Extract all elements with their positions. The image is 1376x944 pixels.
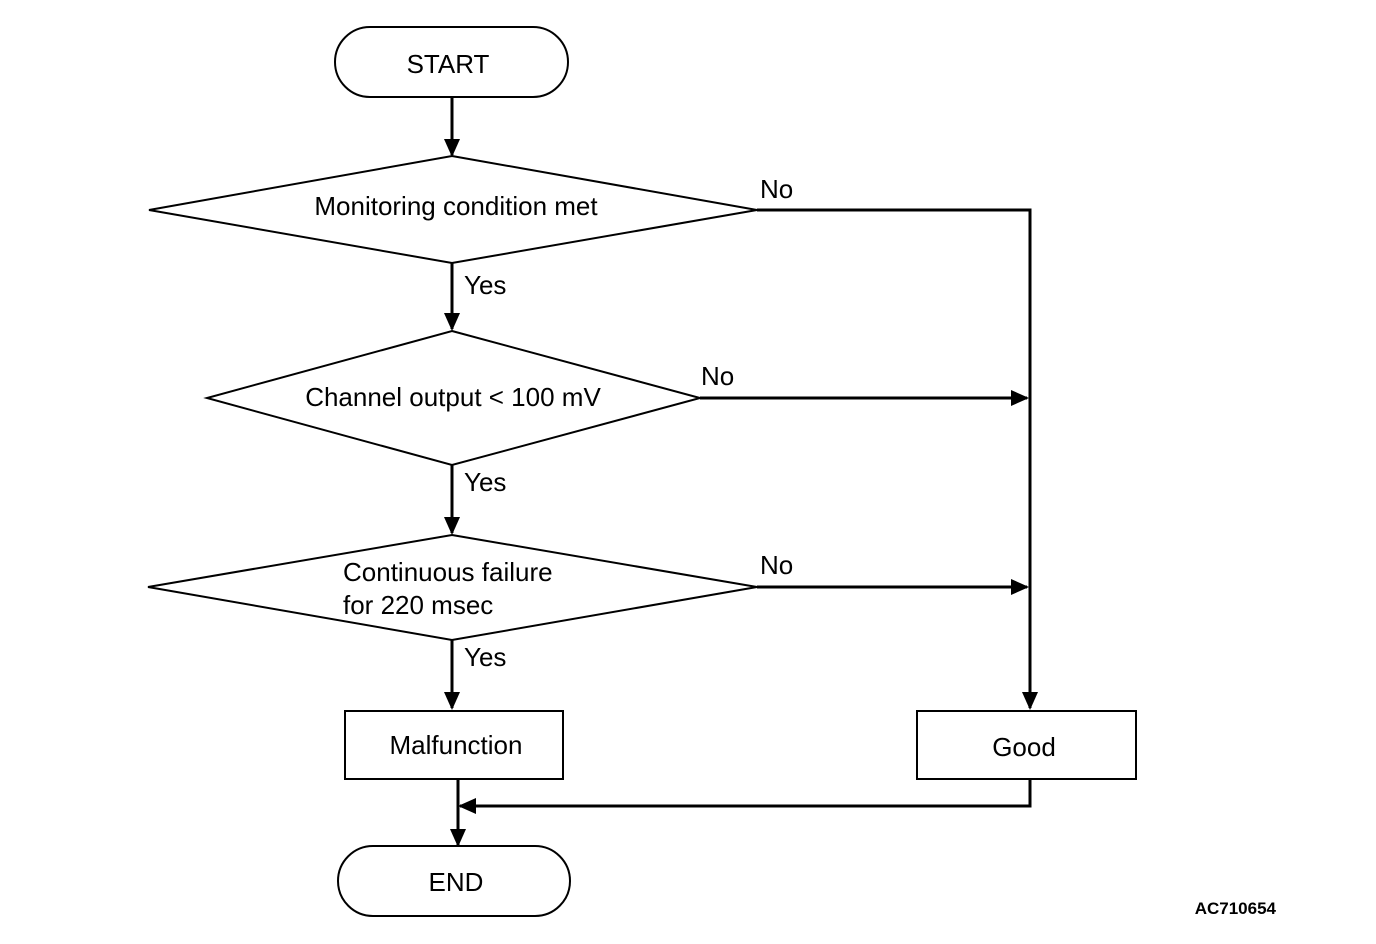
- continuous-yes-label: Yes: [464, 642, 506, 672]
- end-label: END: [429, 867, 484, 897]
- monitoring-decision: [148, 154, 758, 265]
- reference-code: AC710654: [1195, 899, 1277, 918]
- continuous-label-line2: for 220 msec: [343, 590, 493, 620]
- channel-yes-label: Yes: [464, 467, 506, 497]
- malfunction-box: [344, 710, 564, 780]
- start-terminal: [334, 26, 569, 98]
- malfunction-label: Malfunction: [390, 730, 523, 760]
- channel-decision: [203, 329, 704, 467]
- continuous-decision: [147, 533, 758, 642]
- connector-monitoring-no: [757, 208, 1038, 710]
- start-label: START: [407, 49, 490, 79]
- continuous-no-label: No: [760, 550, 793, 580]
- good-label: Good: [992, 732, 1056, 762]
- connector-good-to-end: [458, 779, 1032, 814]
- monitoring-label: Monitoring condition met: [314, 191, 598, 221]
- end-terminal: [337, 845, 571, 917]
- channel-no-label: No: [701, 361, 734, 391]
- channel-label: Channel output < 100 mV: [305, 382, 601, 412]
- monitoring-yes-label: Yes: [464, 270, 506, 300]
- monitoring-no-label: No: [760, 174, 793, 204]
- good-box: [916, 710, 1137, 780]
- continuous-label-line1: Continuous failure: [343, 557, 553, 587]
